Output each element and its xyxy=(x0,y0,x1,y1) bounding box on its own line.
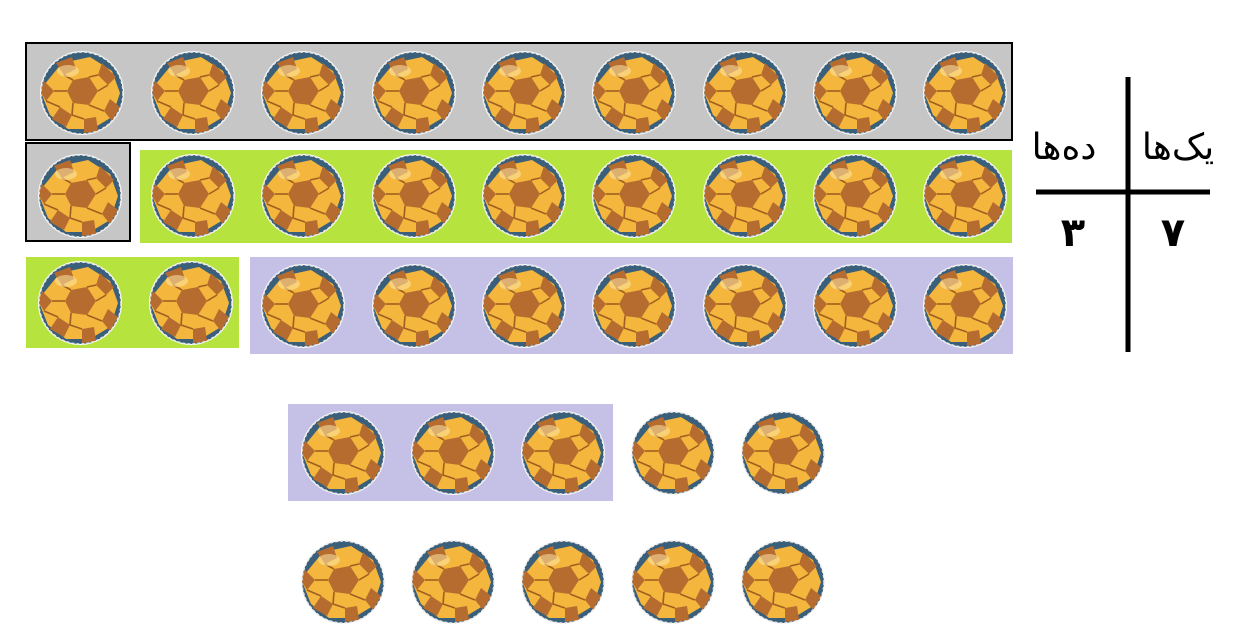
soccer-ball-icon xyxy=(631,411,715,495)
soccer-ball-icon xyxy=(38,261,122,345)
soccer-ball-icon xyxy=(703,154,787,238)
ones-digit: ۷ xyxy=(1160,210,1186,256)
soccer-ball-icon xyxy=(592,51,676,135)
soccer-ball-icon xyxy=(703,51,787,135)
soccer-ball-icon xyxy=(411,540,495,624)
soccer-ball-icon xyxy=(261,264,345,348)
soccer-ball-icon xyxy=(592,154,676,238)
soccer-ball-icon xyxy=(482,264,566,348)
soccer-ball-icon xyxy=(741,540,825,624)
soccer-ball-icon xyxy=(38,154,122,238)
soccer-ball-icon xyxy=(151,154,235,238)
soccer-ball-icon xyxy=(301,540,385,624)
soccer-ball-icon xyxy=(482,51,566,135)
soccer-ball-icon xyxy=(703,264,787,348)
soccer-ball-icon xyxy=(40,51,124,135)
soccer-ball-icon xyxy=(372,51,456,135)
soccer-ball-icon xyxy=(261,154,345,238)
soccer-ball-icon xyxy=(741,411,825,495)
soccer-ball-icon xyxy=(923,51,1007,135)
soccer-ball-icon xyxy=(592,264,676,348)
tens-header: ده‌ها xyxy=(1031,127,1097,168)
soccer-ball-icon xyxy=(813,154,897,238)
ones-header: یک‌ها xyxy=(1141,127,1215,168)
soccer-ball-icon xyxy=(151,51,235,135)
tens-digit: ۳ xyxy=(1060,210,1086,256)
soccer-ball-icon xyxy=(372,264,456,348)
soccer-ball-icon xyxy=(923,264,1007,348)
soccer-ball-icon xyxy=(482,154,566,238)
soccer-ball-icon xyxy=(149,261,233,345)
soccer-ball-icon xyxy=(813,51,897,135)
soccer-ball-icon xyxy=(411,411,495,495)
soccer-ball-icon xyxy=(301,411,385,495)
soccer-ball-icon xyxy=(521,540,605,624)
soccer-ball-icon xyxy=(372,154,456,238)
soccer-ball-icon xyxy=(261,51,345,135)
soccer-ball-icon xyxy=(521,411,605,495)
soccer-ball-icon xyxy=(631,540,715,624)
soccer-ball-icon xyxy=(923,154,1007,238)
soccer-ball-icon xyxy=(813,264,897,348)
